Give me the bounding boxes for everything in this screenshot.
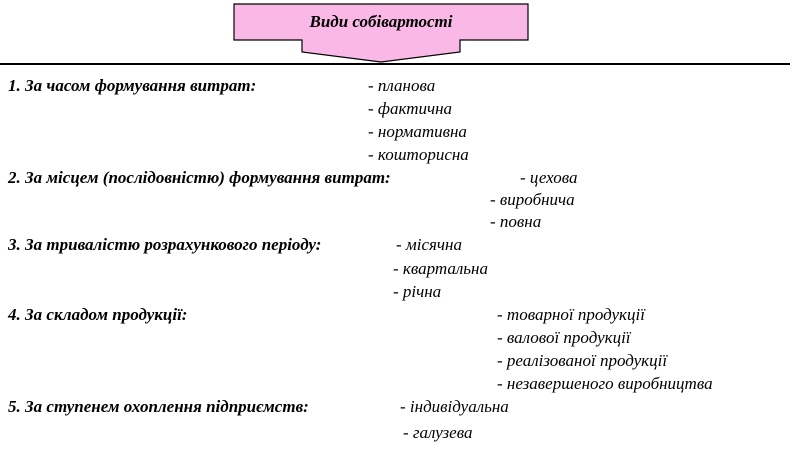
category-period-label: 3. За тривалістю розрахункового періоду: — [8, 235, 322, 254]
list-item: - виробнича — [490, 190, 575, 209]
category-time-label: 1. За часом формування витрат: — [8, 76, 257, 95]
list-item: - місячна — [396, 235, 462, 254]
category-place-label: 2. За місцем (послідовністю) формування … — [8, 168, 391, 187]
header-arrow-shape — [233, 3, 529, 63]
list-item: - кошторисна — [368, 145, 469, 164]
list-item: - цехова — [520, 168, 578, 187]
list-item: - нормативна — [368, 122, 467, 141]
list-item: - валової продукції — [497, 328, 631, 347]
list-item: - фактична — [368, 99, 453, 118]
category-coverage-label: 5. За ступенем охоплення підприємств: — [8, 397, 309, 416]
list-item: - реалізованої продукції — [497, 351, 668, 370]
list-item: - галузева — [403, 423, 473, 442]
list-item: - товарної продукції — [497, 305, 645, 324]
horizontal-divider — [0, 63, 790, 65]
list-item: - річна — [393, 282, 442, 301]
category-composition-label: 4. За складом продукції: — [8, 305, 188, 324]
list-item: - квартальна — [393, 259, 488, 278]
list-item: - повна — [490, 212, 542, 231]
diagram-title: Види собівартості — [309, 12, 453, 31]
list-item: - індивідуальна — [400, 397, 509, 416]
list-item: - планова — [368, 76, 436, 95]
list-item: - незавершеного виробництва — [497, 374, 713, 393]
